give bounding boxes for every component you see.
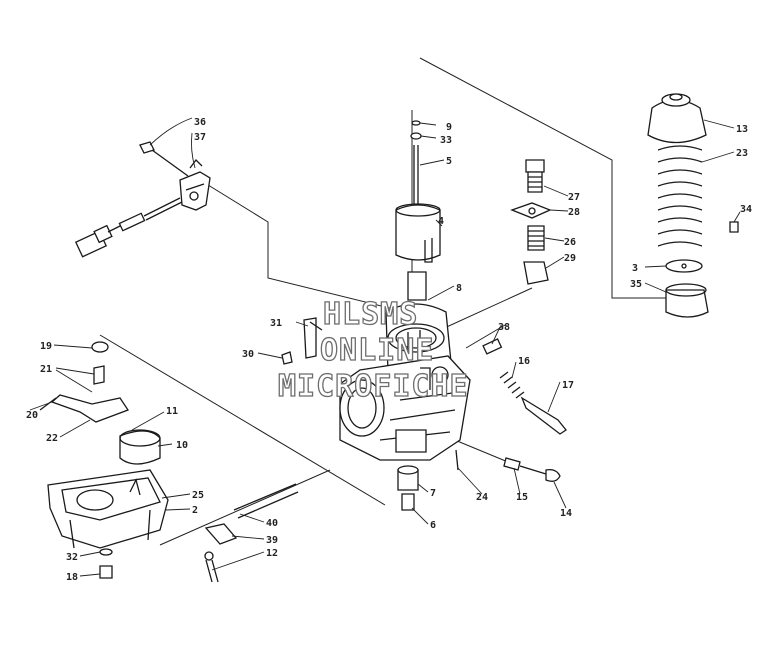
callout-21: 21 <box>40 364 52 375</box>
callout-10: 10 <box>176 440 188 451</box>
callout-38: 38 <box>498 322 510 333</box>
callout-16: 16 <box>518 356 530 367</box>
callout-27: 27 <box>568 192 580 203</box>
callout-25: 25 <box>192 490 204 501</box>
callout-33: 33 <box>440 135 452 146</box>
idle-screw-cable <box>455 449 561 482</box>
float-bowl-assembly <box>39 341 169 549</box>
callout-40: 40 <box>266 518 278 529</box>
callout-9: 9 <box>446 122 452 133</box>
callout-6: 6 <box>430 520 436 531</box>
callout-17: 17 <box>562 380 574 391</box>
callout-20: 20 <box>26 410 38 421</box>
watermark-line-3: MICROFICHE <box>278 369 469 404</box>
callout-12: 12 <box>266 548 278 559</box>
vacuum-cap-spring-assembly <box>647 93 739 318</box>
hose-plate-screw <box>204 483 299 583</box>
callout-labels: 36 37 9 33 5 4 8 27 28 26 29 13 23 34 3 … <box>26 117 752 583</box>
pilot-jet-assembly <box>510 159 552 285</box>
callout-32: 32 <box>66 552 78 563</box>
callout-37: 37 <box>194 132 206 143</box>
main-jet-assembly <box>397 465 419 511</box>
callout-22: 22 <box>46 433 58 444</box>
callout-18: 18 <box>66 572 78 583</box>
callout-23: 23 <box>736 148 748 159</box>
callout-3: 3 <box>632 263 638 274</box>
pin <box>482 338 503 355</box>
callout-2: 2 <box>192 505 198 516</box>
callout-34: 34 <box>740 204 752 215</box>
callout-24: 24 <box>476 492 488 503</box>
callout-26: 26 <box>564 237 576 248</box>
throttle-sensor-assembly <box>74 141 211 258</box>
carburetor-body <box>339 303 471 461</box>
callout-39: 39 <box>266 535 278 546</box>
callout-30: 30 <box>242 349 254 360</box>
callout-14: 14 <box>560 508 572 519</box>
watermark: HLSMS ONLINE MICROFICHE <box>277 296 469 404</box>
callout-7: 7 <box>430 488 436 499</box>
watermark-line-2: ONLINE <box>320 333 434 368</box>
callout-4: 4 <box>438 216 444 227</box>
callout-28: 28 <box>568 207 580 218</box>
drain-screw <box>99 548 113 579</box>
callout-36: 36 <box>194 117 206 128</box>
callout-35: 35 <box>630 279 642 290</box>
watermark-line-1: HLSMS <box>323 297 418 332</box>
callout-29: 29 <box>564 253 576 264</box>
leader-lines <box>29 117 741 577</box>
callout-5: 5 <box>446 156 452 167</box>
throttle-stop-screw <box>499 371 567 435</box>
callout-8: 8 <box>456 283 462 294</box>
throttle-slide-assembly <box>395 120 441 301</box>
callout-31: 31 <box>270 318 282 329</box>
callout-15: 15 <box>516 492 528 503</box>
cable-bracket <box>281 317 323 365</box>
callout-19: 19 <box>40 341 52 352</box>
callout-11: 11 <box>166 406 178 417</box>
callout-13: 13 <box>736 124 748 135</box>
